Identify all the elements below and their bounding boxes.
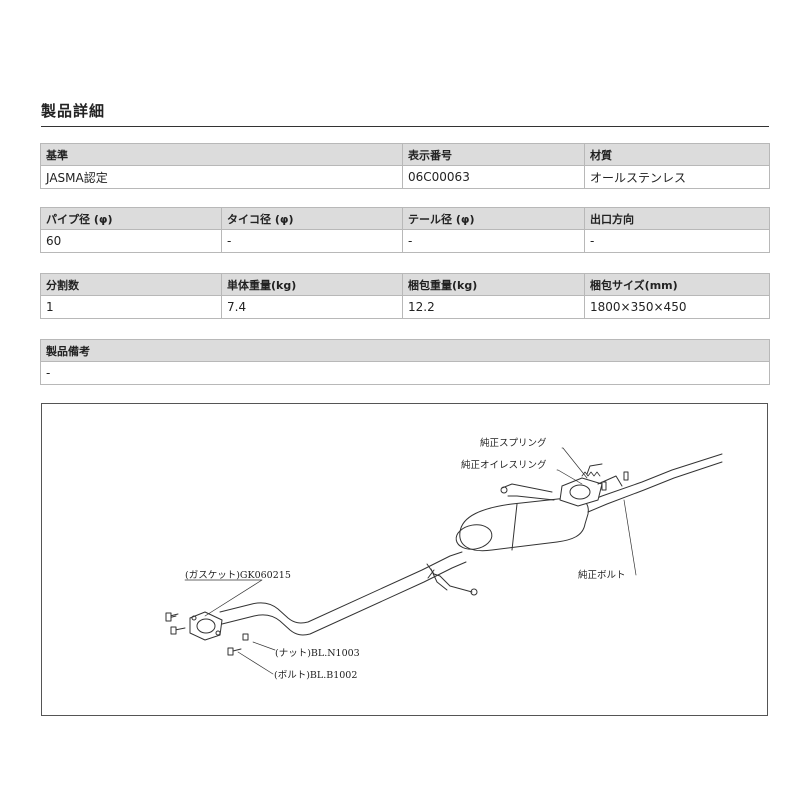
title-divider: [41, 126, 769, 127]
value-split-count: 1: [40, 295, 222, 319]
label-nut: (ナット)BL.N1003: [275, 648, 360, 659]
table-header-row: 基準 表示番号 材質: [40, 143, 770, 166]
label-bolt: (ボルト)BL.B1002: [274, 670, 357, 681]
value-remarks: -: [40, 361, 770, 385]
front-flange: [189, 611, 223, 641]
main-pipe: [219, 551, 467, 636]
spec-table-diameters: パイプ径 (φ) タイコ径 (φ) テール径 (φ) 出口方向 60 - - -: [40, 207, 770, 253]
spec-table-remarks: 製品備考 -: [40, 339, 770, 385]
table-header-row: パイプ径 (φ) タイコ径 (φ) テール径 (φ) 出口方向: [40, 207, 770, 230]
spec-table-standard: 基準 表示番号 材質 JASMA認定 06C00063 オールステンレス: [40, 143, 770, 189]
value-standard: JASMA認定: [40, 165, 403, 189]
muffler: [455, 497, 589, 552]
table-header-row: 製品備考: [40, 339, 770, 362]
table-row: 1 7.4 12.2 1800×350×450: [40, 295, 770, 319]
value-display-number: 06C00063: [402, 165, 585, 189]
spec-table-weights: 分割数 単体重量(kg) 梱包重量(kg) 梱包サイズ(mm) 1 7.4 12…: [40, 273, 770, 319]
header-pipe-diameter: パイプ径 (φ): [40, 207, 222, 230]
table-row: JASMA認定 06C00063 オールステンレス: [40, 165, 770, 189]
label-genuine-bolt: 純正ボルト: [578, 569, 626, 581]
header-package-size: 梱包サイズ(mm): [584, 273, 770, 296]
header-exit-direction: 出口方向: [584, 207, 770, 230]
front-bolts: [165, 612, 249, 656]
value-pipe-diameter: 60: [40, 229, 222, 253]
value-package-size: 1800×350×450: [584, 295, 770, 319]
value-exit-direction: -: [584, 229, 770, 253]
header-package-weight: 梱包重量(kg): [402, 273, 585, 296]
header-material: 材質: [584, 143, 770, 166]
header-standard: 基準: [40, 143, 403, 166]
value-material: オールステンレス: [584, 165, 770, 189]
table-row: -: [40, 361, 770, 385]
value-package-weight: 12.2: [402, 295, 585, 319]
header-remarks: 製品備考: [40, 339, 770, 362]
muffler-hanger: [426, 563, 478, 596]
exhaust-drawing: 純正スプリング 純正オイレスリング 純正ボルト (ガスケット)GK060215 …: [165, 437, 723, 681]
value-unit-weight: 7.4: [221, 295, 403, 319]
label-gasket: (ガスケット)GK060215: [185, 570, 291, 581]
header-silencer-diameter: タイコ径 (φ): [221, 207, 403, 230]
header-unit-weight: 単体重量(kg): [221, 273, 403, 296]
header-split-count: 分割数: [40, 273, 222, 296]
rear-bolts: [601, 471, 629, 491]
page-title: 製品詳細: [41, 102, 106, 120]
oiles-ring-assembly: [559, 463, 623, 507]
exhaust-diagram: 純正スプリング 純正オイレスリング 純正ボルト (ガスケット)GK060215 …: [41, 403, 768, 716]
table-row: 60 - - -: [40, 229, 770, 253]
value-silencer-diameter: -: [221, 229, 403, 253]
header-tail-diameter: テール径 (φ): [402, 207, 585, 230]
leader-lines: [184, 447, 637, 675]
label-genuine-spring: 純正スプリング: [480, 437, 547, 449]
header-display-number: 表示番号: [402, 143, 585, 166]
value-tail-diameter: -: [402, 229, 585, 253]
label-genuine-oiles-ring: 純正オイレスリング: [461, 459, 547, 471]
table-header-row: 分割数 単体重量(kg) 梱包重量(kg) 梱包サイズ(mm): [40, 273, 770, 296]
spring: [581, 471, 601, 477]
